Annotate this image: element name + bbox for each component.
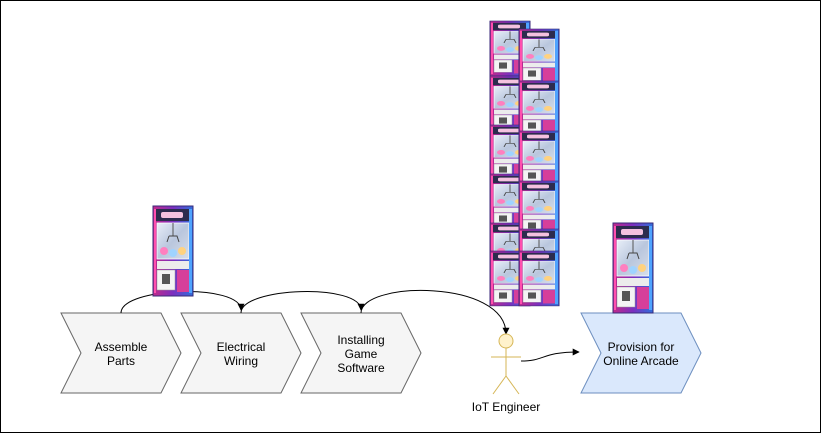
stick-figure-icon xyxy=(491,333,521,395)
actor-iot-engineer[interactable]: IoT Engineer xyxy=(472,333,541,414)
connector-wiring-to-software[interactable] xyxy=(240,291,365,314)
connector-engineer-to-provision[interactable] xyxy=(520,348,580,362)
claw-machine-icon xyxy=(612,222,654,314)
claw-machine-stack-icon xyxy=(489,20,560,307)
claw-machine-icon xyxy=(152,205,194,297)
connector-software-to-engineer[interactable] xyxy=(360,289,510,335)
actor-label: IoT Engineer xyxy=(472,400,541,414)
